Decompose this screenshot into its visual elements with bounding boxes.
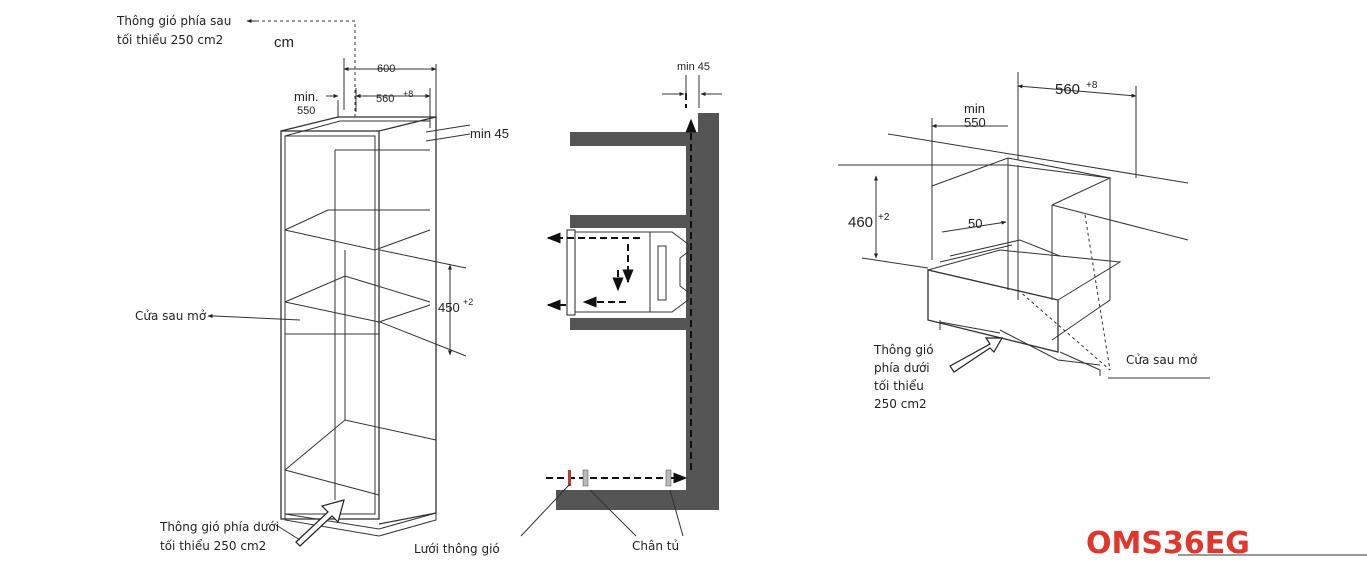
r-plus8-label: +8 <box>1086 80 1098 91</box>
bottom-vent-label: Thông gió phía dưới <box>159 520 279 534</box>
dim-plus2: +2 <box>463 297 473 307</box>
rear-open-left-label: Cửa sau mở <box>135 309 207 323</box>
vent-grille-label: Lưới thông gió <box>414 542 500 556</box>
r-plus2-label: +2 <box>878 212 890 223</box>
dim-plus8: +8 <box>403 89 413 99</box>
r-min-label: min <box>964 101 985 116</box>
section-view-drawing <box>520 75 722 537</box>
r-560-label: 560 <box>1055 81 1080 98</box>
tall-cabinet-drawing <box>207 19 471 547</box>
bottom-vent-min-label: tối thiểu 250 cm2 <box>160 539 266 553</box>
r-550-label: 550 <box>964 115 986 130</box>
dim-560: 560 <box>376 93 394 105</box>
dim-600: 600 <box>377 63 395 75</box>
cabinet-foot-label: Chân tủ <box>632 539 679 553</box>
r-vent-line3: tối thiểu <box>874 379 924 393</box>
rear-vent-min-label: tối thiểu 250 cm2 <box>117 33 223 47</box>
model-name: OMS36EG <box>1086 526 1250 561</box>
dim-min45: min 45 <box>470 126 509 141</box>
r-vent-line1: Thông gió <box>873 343 934 357</box>
r-50-label: 50 <box>968 216 982 231</box>
rear-open-right-label: Cửa sau mở <box>1126 353 1198 367</box>
unit-label: cm <box>274 34 294 51</box>
r-460-label: 460 <box>848 214 873 231</box>
under-counter-drawing <box>838 72 1367 556</box>
rear-vent-label: Thông gió phía sau <box>116 14 231 28</box>
dim-450: 450 <box>438 300 460 315</box>
dim-550: 550 <box>297 105 315 117</box>
dim-min-label: min. <box>294 89 319 104</box>
mid-min45-label: min 45 <box>677 61 710 73</box>
r-vent-line2: phía dưới <box>874 361 930 375</box>
r-vent-line4: 250 cm2 <box>874 397 927 411</box>
